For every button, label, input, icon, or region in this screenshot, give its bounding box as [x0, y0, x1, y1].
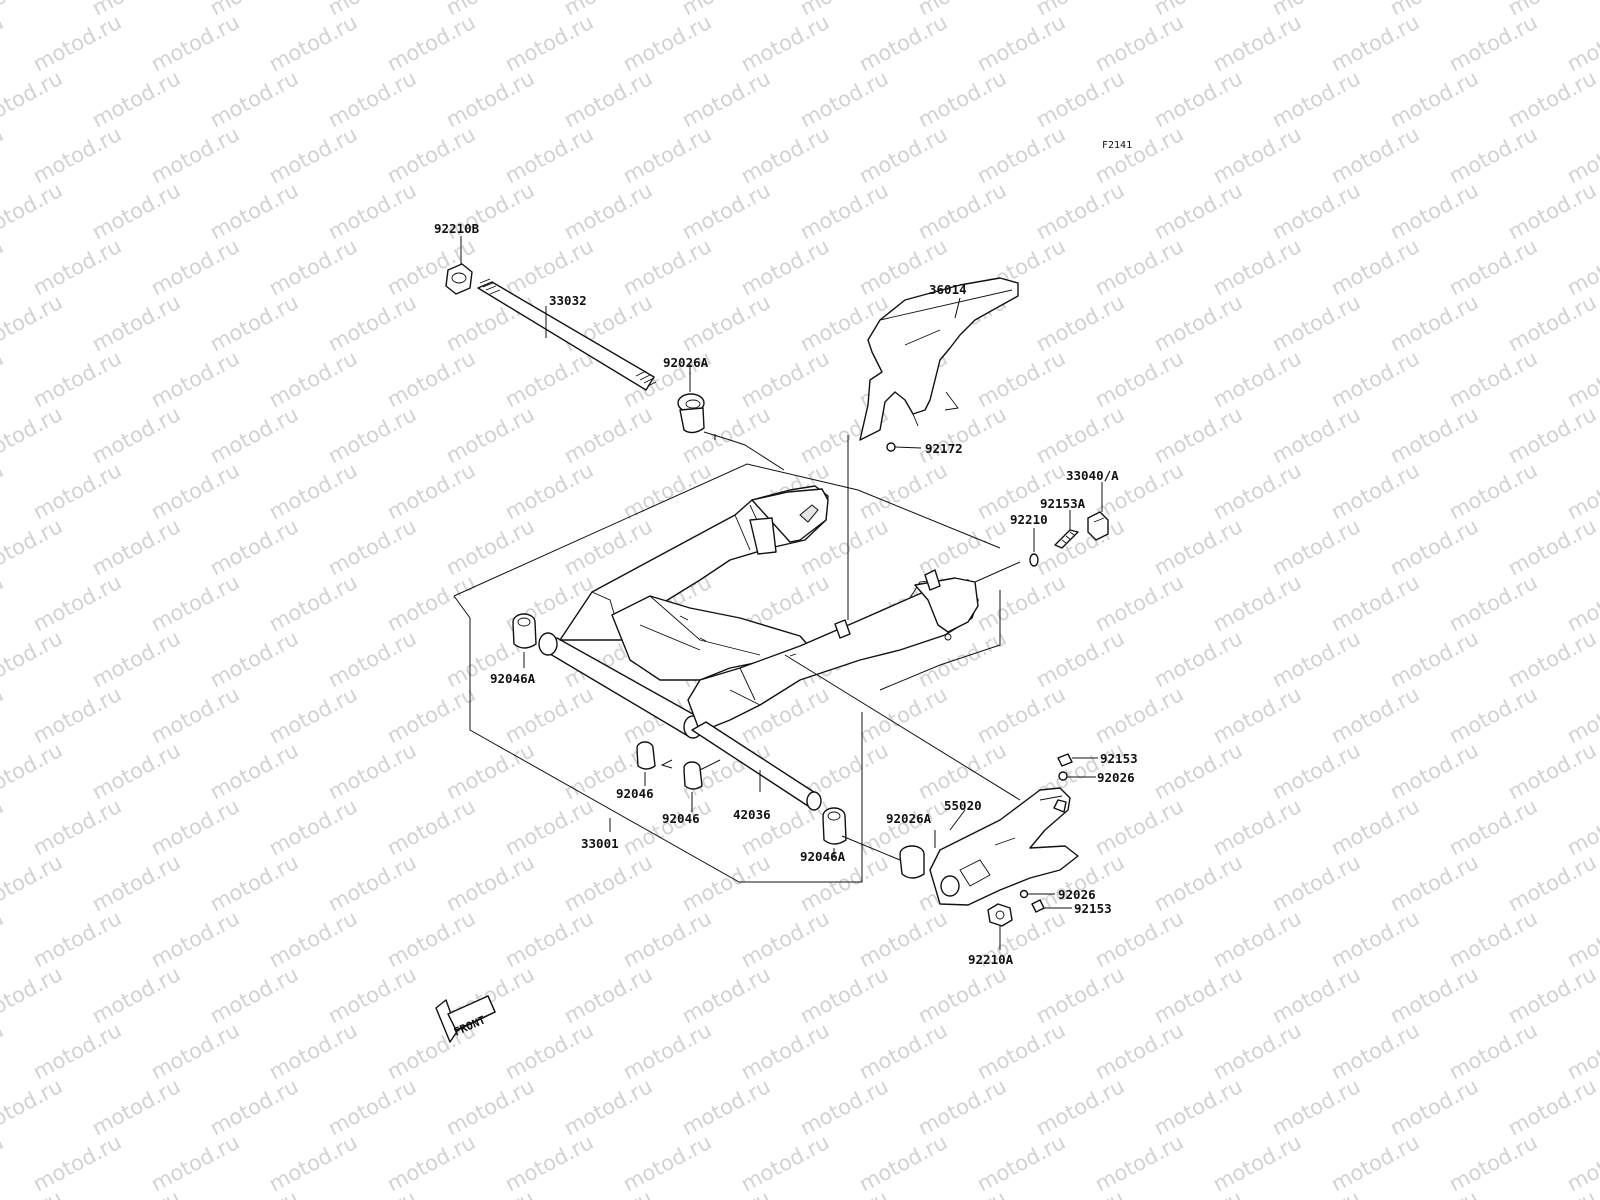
swingarm — [538, 485, 979, 739]
bushing-92046a-left — [512, 613, 537, 649]
label-92046-a: 92046 — [616, 786, 654, 801]
bolt-92153a — [1054, 529, 1079, 549]
label-92026a-bottom: 92026A — [886, 811, 932, 826]
label-92046a-right: 92046A — [800, 849, 846, 864]
bushing-92046-b — [683, 761, 703, 790]
front-direction-arrow: FRONT — [435, 995, 496, 1043]
label-36014: 36014 — [929, 282, 967, 297]
label-92153-bottom: 92153 — [1074, 901, 1112, 916]
label-92026-top: 92026 — [1097, 770, 1135, 785]
pivot-shaft — [477, 278, 657, 391]
label-42036: 42036 — [733, 807, 771, 822]
leader-lines — [453, 236, 1103, 950]
label-33032: 33032 — [549, 293, 587, 308]
adjuster-block-33040a — [1087, 511, 1109, 541]
label-33040a: 33040/A — [1066, 468, 1119, 483]
part-labels: 92210B 33032 92026A 36014 92172 33040/A … — [434, 221, 1138, 967]
label-33001: 33001 — [581, 836, 619, 851]
washer-92026-bottom — [1019, 889, 1029, 899]
bushing-92046-a — [636, 741, 656, 770]
screw-92172 — [886, 442, 922, 452]
label-92026-bottom: 92026 — [1058, 887, 1096, 902]
chain-cover — [859, 277, 1019, 441]
label-92153-top: 92153 — [1100, 751, 1138, 766]
label-55020: 55020 — [944, 798, 982, 813]
bolt-92153-top — [1057, 753, 1073, 767]
figure-code: F2141 — [1102, 140, 1132, 151]
nut-92210b — [445, 263, 473, 295]
collar-92026a-top — [677, 393, 705, 434]
collar-92026a-bottom — [899, 845, 925, 879]
washer-92026-top — [1058, 771, 1068, 781]
label-92172: 92172 — [925, 441, 963, 456]
label-92046-b: 92046 — [662, 811, 700, 826]
sleeve-42036 — [691, 721, 822, 811]
washer-92210 — [1029, 553, 1039, 567]
label-92026a-top: 92026A — [663, 355, 709, 370]
label-92153a: 92153A — [1040, 496, 1086, 511]
bolt-92153-bottom — [1031, 899, 1045, 913]
label-92210b: 92210B — [434, 221, 480, 236]
bushing-92046a-right — [822, 807, 847, 845]
label-92210: 92210 — [1010, 512, 1048, 527]
nut-92210a — [987, 903, 1013, 927]
chain-guard — [929, 787, 1079, 906]
label-92210a: 92210A — [968, 952, 1014, 967]
label-92046a-left: 92046A — [490, 671, 536, 686]
